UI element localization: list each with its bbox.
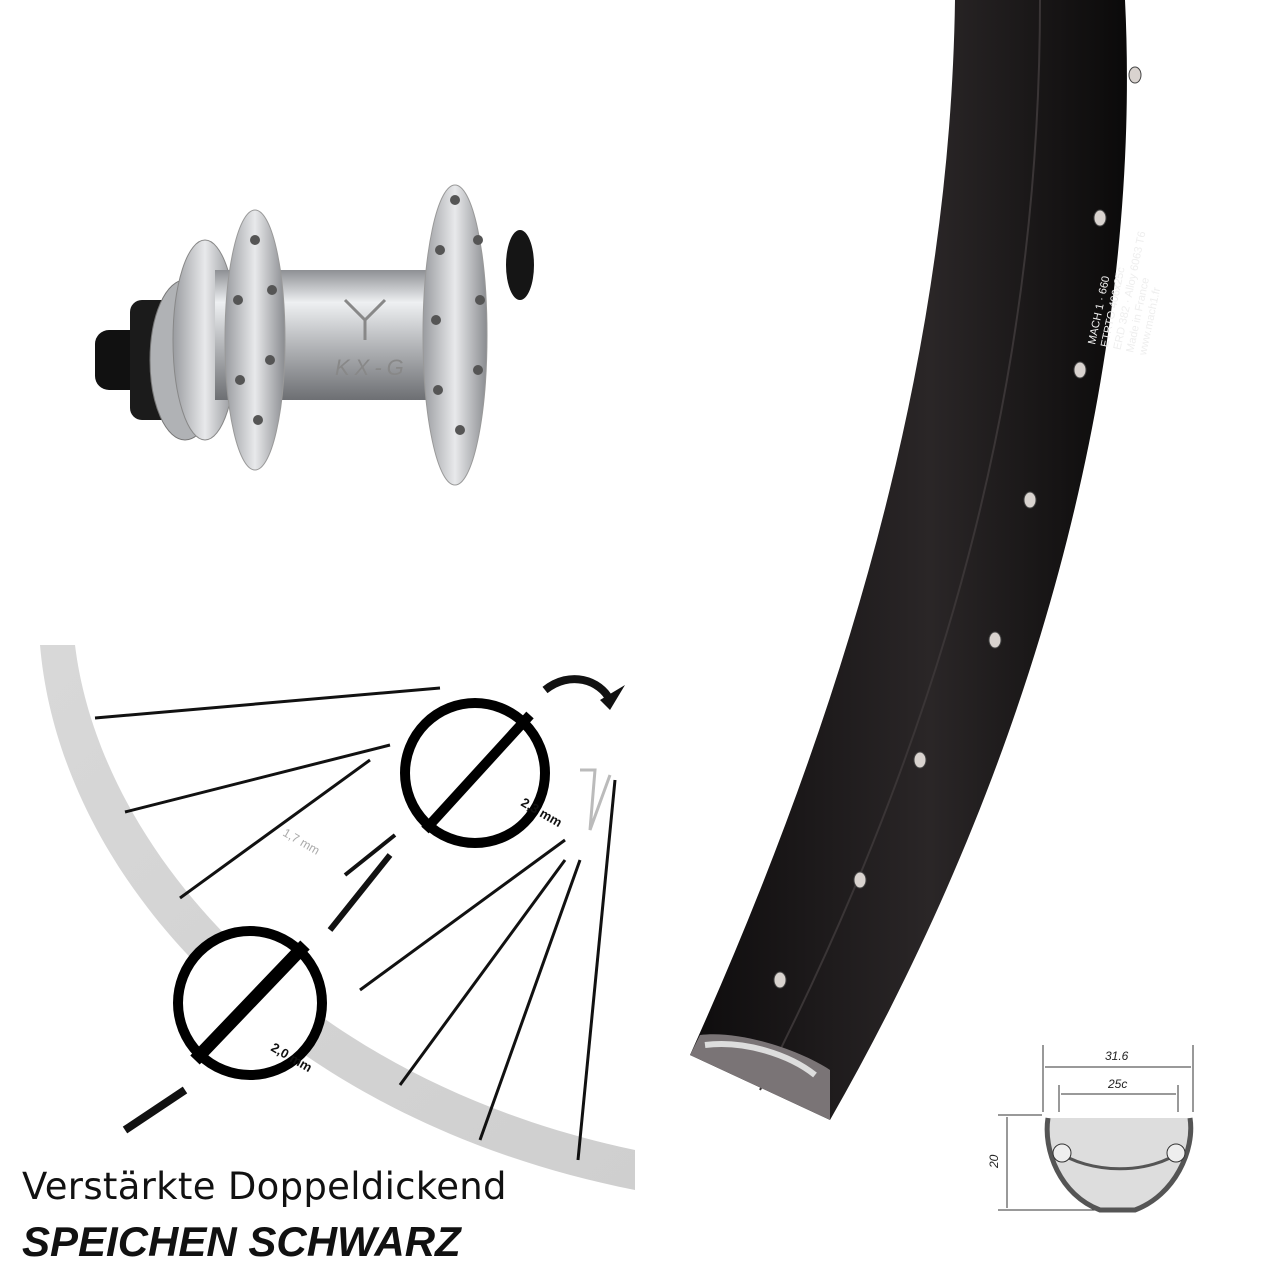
magnifier-end bbox=[173, 926, 327, 1080]
caption-line2: SPEICHEN SCHWARZ bbox=[22, 1218, 461, 1265]
rim-image: MACH 1 · 660 ETRTO 406x25c ERD 382 · All… bbox=[690, 0, 1163, 1120]
label-1-7mm: 1,7 mm bbox=[281, 825, 323, 857]
spoke-diagram: 2,3 mm 1,7 mm 2,0 mm bbox=[40, 645, 635, 1190]
hub-image: KX-G bbox=[95, 184, 534, 486]
nipple-icon bbox=[542, 675, 614, 703]
caption-line1: Verstärkte Doppeldickend bbox=[22, 1165, 507, 1208]
hub-logo-icon bbox=[343, 298, 387, 340]
profile-height: 20 bbox=[987, 1154, 1001, 1169]
profile-inner-width: 25c bbox=[1107, 1077, 1127, 1091]
hub-brand-mark: KX-G bbox=[335, 355, 409, 380]
rim-profile-diagram: 31.6 25c 20 bbox=[987, 1045, 1194, 1213]
profile-outer-width: 31.6 bbox=[1105, 1049, 1129, 1063]
magnifier-middle bbox=[400, 698, 550, 848]
